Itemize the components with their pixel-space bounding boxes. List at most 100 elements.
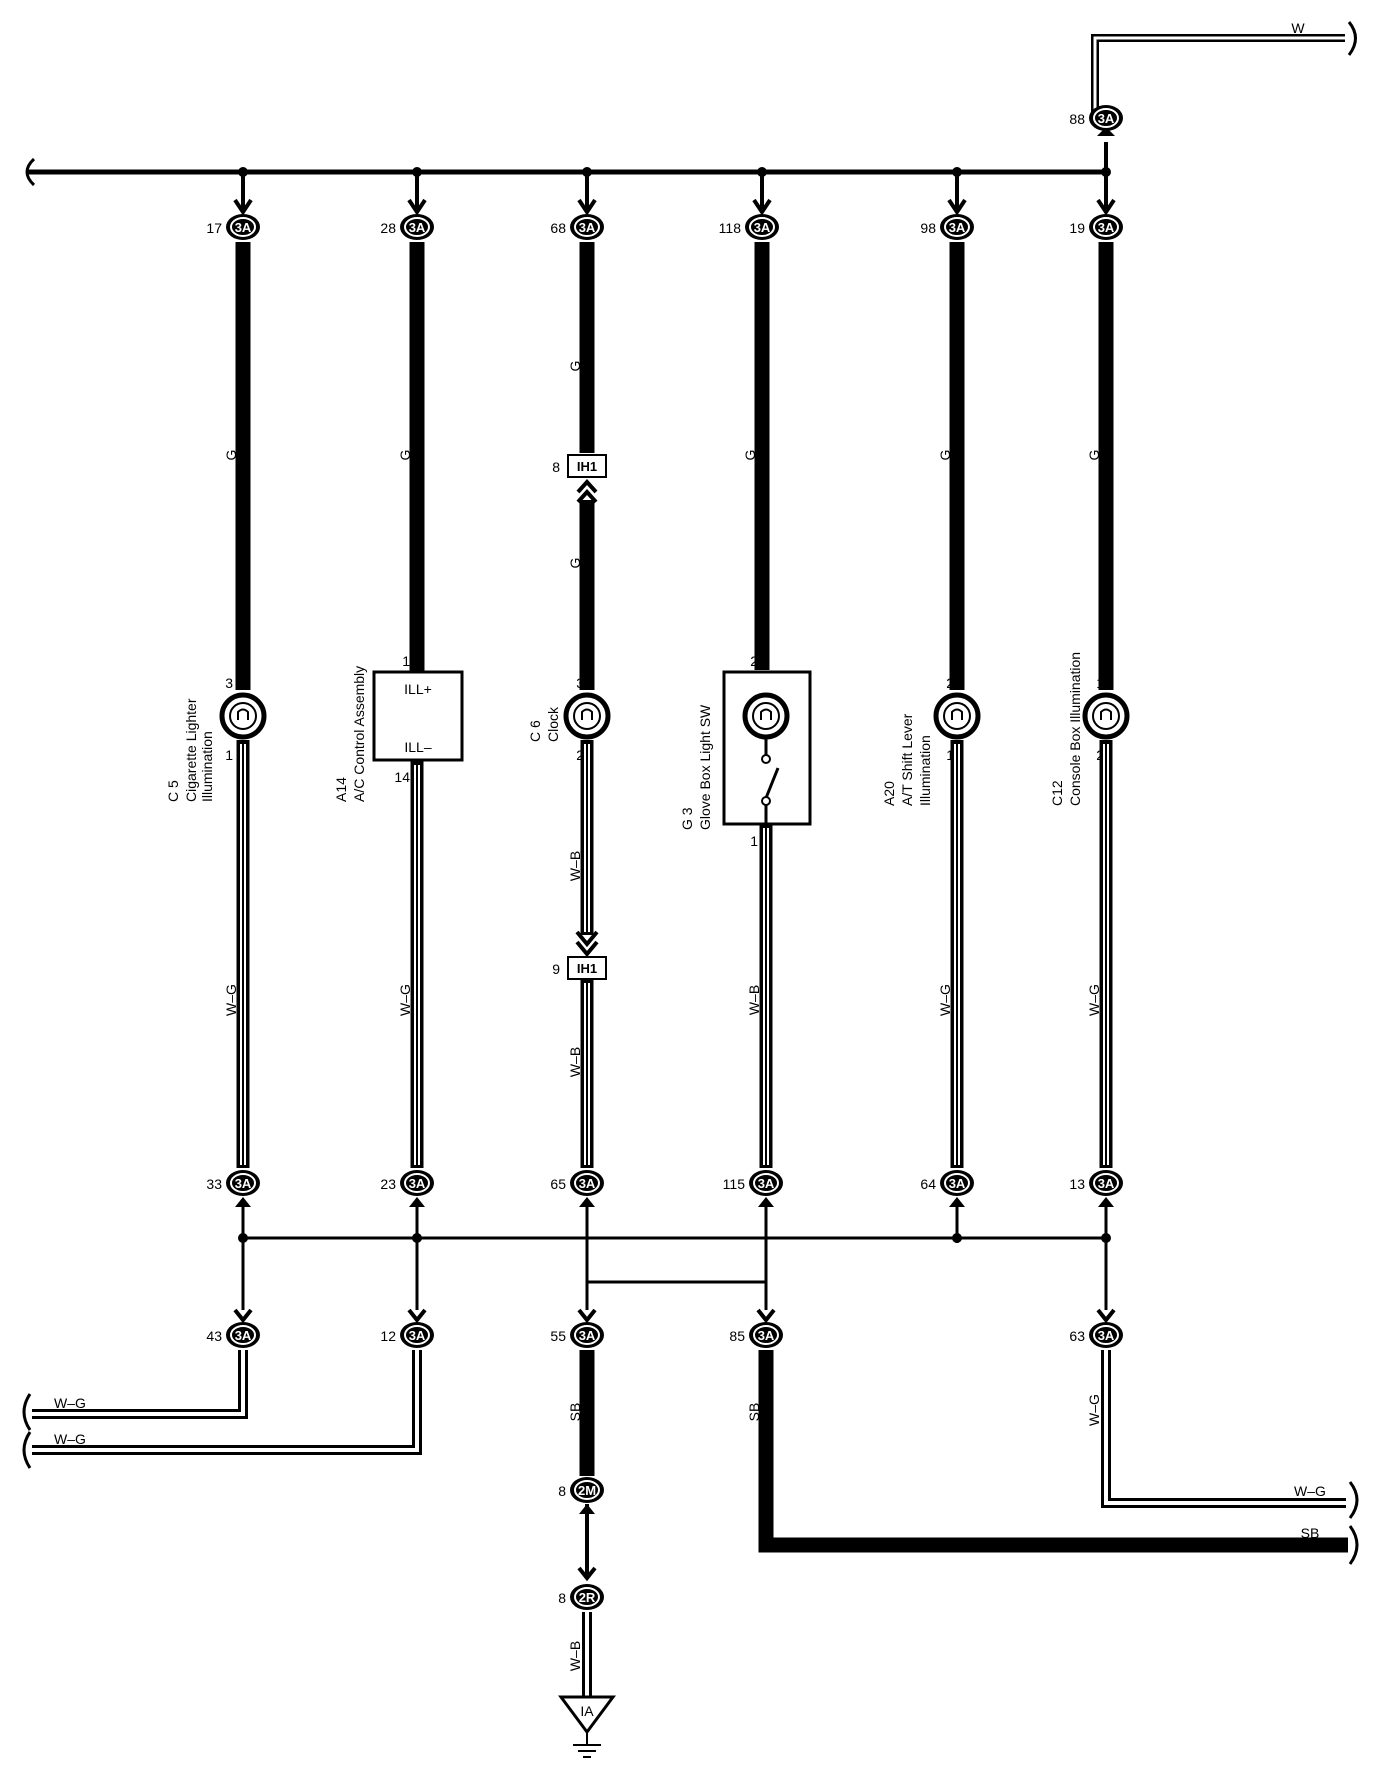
c12-name: Console Box Illumination	[1067, 652, 1083, 806]
svg-text:115: 115	[723, 1176, 746, 1192]
lower-wire-labels: W–G W–G W–B W–B W–B W–G W–G	[223, 851, 1102, 1077]
svg-text:3: 3	[576, 675, 584, 691]
svg-text:23: 23	[380, 1176, 396, 1192]
svg-text:85: 85	[729, 1328, 745, 1344]
lower-connector-labels: 3A 3A 3A 3A 3A 3A	[235, 1176, 1115, 1191]
svg-text:W–G: W–G	[223, 984, 239, 1016]
bottom-connector-row	[226, 1308, 1123, 1348]
svg-text:G: G	[1086, 450, 1102, 461]
svg-text:SB: SB	[567, 1403, 583, 1422]
double-wires	[236, 740, 1113, 1168]
ill-minus-label: ILL–	[404, 739, 431, 755]
svg-text:3A: 3A	[1098, 1176, 1115, 1191]
connector-label: IH1	[577, 961, 597, 976]
svg-text:SB: SB	[746, 1403, 762, 1422]
svg-text:1: 1	[402, 653, 410, 669]
bulb-icon	[219, 692, 267, 740]
c6-name: Clock	[545, 706, 561, 742]
connector-3a-88: 3A	[1089, 105, 1123, 136]
ground-label: IA	[580, 1703, 594, 1719]
svg-text:G: G	[937, 450, 953, 461]
connector-label: IH1	[577, 459, 597, 474]
bulb-icon	[742, 692, 790, 740]
pin-9: 9	[552, 961, 560, 977]
ground-icon: IA	[558, 1695, 616, 1758]
lower-bus-junctions	[238, 1233, 1111, 1243]
svg-text:W–B: W–B	[567, 1641, 583, 1671]
bottom-connector-labels: 3A 3A 3A 3A 3A	[235, 1328, 1115, 1343]
connector-2r: 2R	[570, 1584, 604, 1610]
connector-2m: 2M	[570, 1477, 604, 1582]
svg-text:3A: 3A	[235, 1328, 252, 1343]
a20-name: A/T Shift Lever	[899, 713, 915, 806]
pin-8: 8	[552, 459, 560, 475]
svg-text:W–G: W–G	[1086, 1394, 1102, 1426]
svg-text:3A: 3A	[579, 1328, 596, 1343]
g3-switch-box	[722, 670, 812, 826]
svg-text:W–G: W–G	[54, 1395, 86, 1411]
upper-connector-labels: 3A 3A 3A 3A 3A 3A	[235, 220, 1115, 235]
c12-code: C12	[1049, 780, 1065, 806]
pin-17: 17	[206, 220, 222, 236]
svg-text:12: 12	[380, 1328, 396, 1344]
g-wire-labels: G G G G G G G	[223, 361, 1102, 569]
svg-text:3A: 3A	[1098, 1328, 1115, 1343]
c5-code: C 5	[165, 780, 181, 802]
bulb-icon	[933, 692, 981, 740]
svg-text:2: 2	[750, 653, 758, 669]
bulb-icon	[563, 692, 611, 740]
pin-28: 28	[380, 220, 396, 236]
bottom-wires	[22, 1350, 1359, 1565]
a14-control-box: ILL+ ILL–	[372, 670, 464, 762]
svg-text:W–B: W–B	[567, 851, 583, 881]
bottom-pin-labels: 43 12 55 85 63	[206, 1328, 1085, 1344]
component-labels: C 5 Cigarette Lighter Illumination A14 A…	[165, 652, 1083, 830]
svg-text:64: 64	[920, 1176, 936, 1192]
svg-text:2: 2	[946, 675, 954, 691]
svg-text:W–G: W–G	[1294, 1483, 1326, 1499]
connector-label: 3A	[754, 220, 771, 235]
pin-98: 98	[920, 220, 936, 236]
svg-text:3A: 3A	[235, 1176, 252, 1191]
bottom-wire-labels: W–G W–G W–G SB W–G SB SB	[54, 1394, 1326, 1541]
svg-text:14: 14	[394, 769, 410, 785]
pin-19: 19	[1069, 220, 1085, 236]
pin-8: 8	[558, 1590, 566, 1606]
svg-text:1: 1	[750, 833, 758, 849]
ill-plus-label: ILL+	[404, 681, 432, 697]
svg-text:63: 63	[1069, 1328, 1085, 1344]
svg-text:3A: 3A	[409, 1176, 426, 1191]
connector-ih1-9: IH1	[567, 930, 607, 980]
lower-connector-row	[226, 1170, 1123, 1207]
svg-text:65: 65	[550, 1176, 566, 1192]
svg-text:1: 1	[1096, 675, 1104, 691]
svg-text:13: 13	[1069, 1176, 1085, 1192]
svg-text:3A: 3A	[949, 1176, 966, 1191]
svg-text:2: 2	[576, 747, 584, 763]
svg-text:G: G	[223, 450, 239, 461]
svg-text:W–B: W–B	[746, 985, 762, 1015]
svg-text:3: 3	[225, 675, 233, 691]
svg-text:G: G	[397, 450, 413, 461]
svg-text:W–G: W–G	[397, 984, 413, 1016]
connector-label: 3A	[409, 220, 426, 235]
connector-label: 3A	[235, 220, 252, 235]
connector-label: 3A	[579, 220, 596, 235]
svg-text:G: G	[567, 558, 583, 569]
svg-text:33: 33	[206, 1176, 222, 1192]
upper-pin-labels: 17 28 68 118 98 19	[206, 220, 1085, 236]
pin-118: 118	[719, 220, 742, 236]
connector-label: 2R	[579, 1590, 596, 1605]
wire-color-w: W	[1291, 20, 1305, 36]
svg-text:G: G	[742, 450, 758, 461]
g3-name: Glove Box Light SW	[697, 704, 713, 830]
c6-code: C 6	[527, 720, 543, 742]
upper-connector-row	[226, 172, 1123, 240]
svg-text:G: G	[567, 361, 583, 372]
svg-text:3A: 3A	[758, 1328, 775, 1343]
a14-code: A14	[333, 777, 349, 802]
g3-code: G 3	[679, 807, 695, 830]
lower-pin-labels: 33 23 65 115 64 13	[206, 1176, 1085, 1192]
a20-name2: Illumination	[917, 735, 933, 806]
